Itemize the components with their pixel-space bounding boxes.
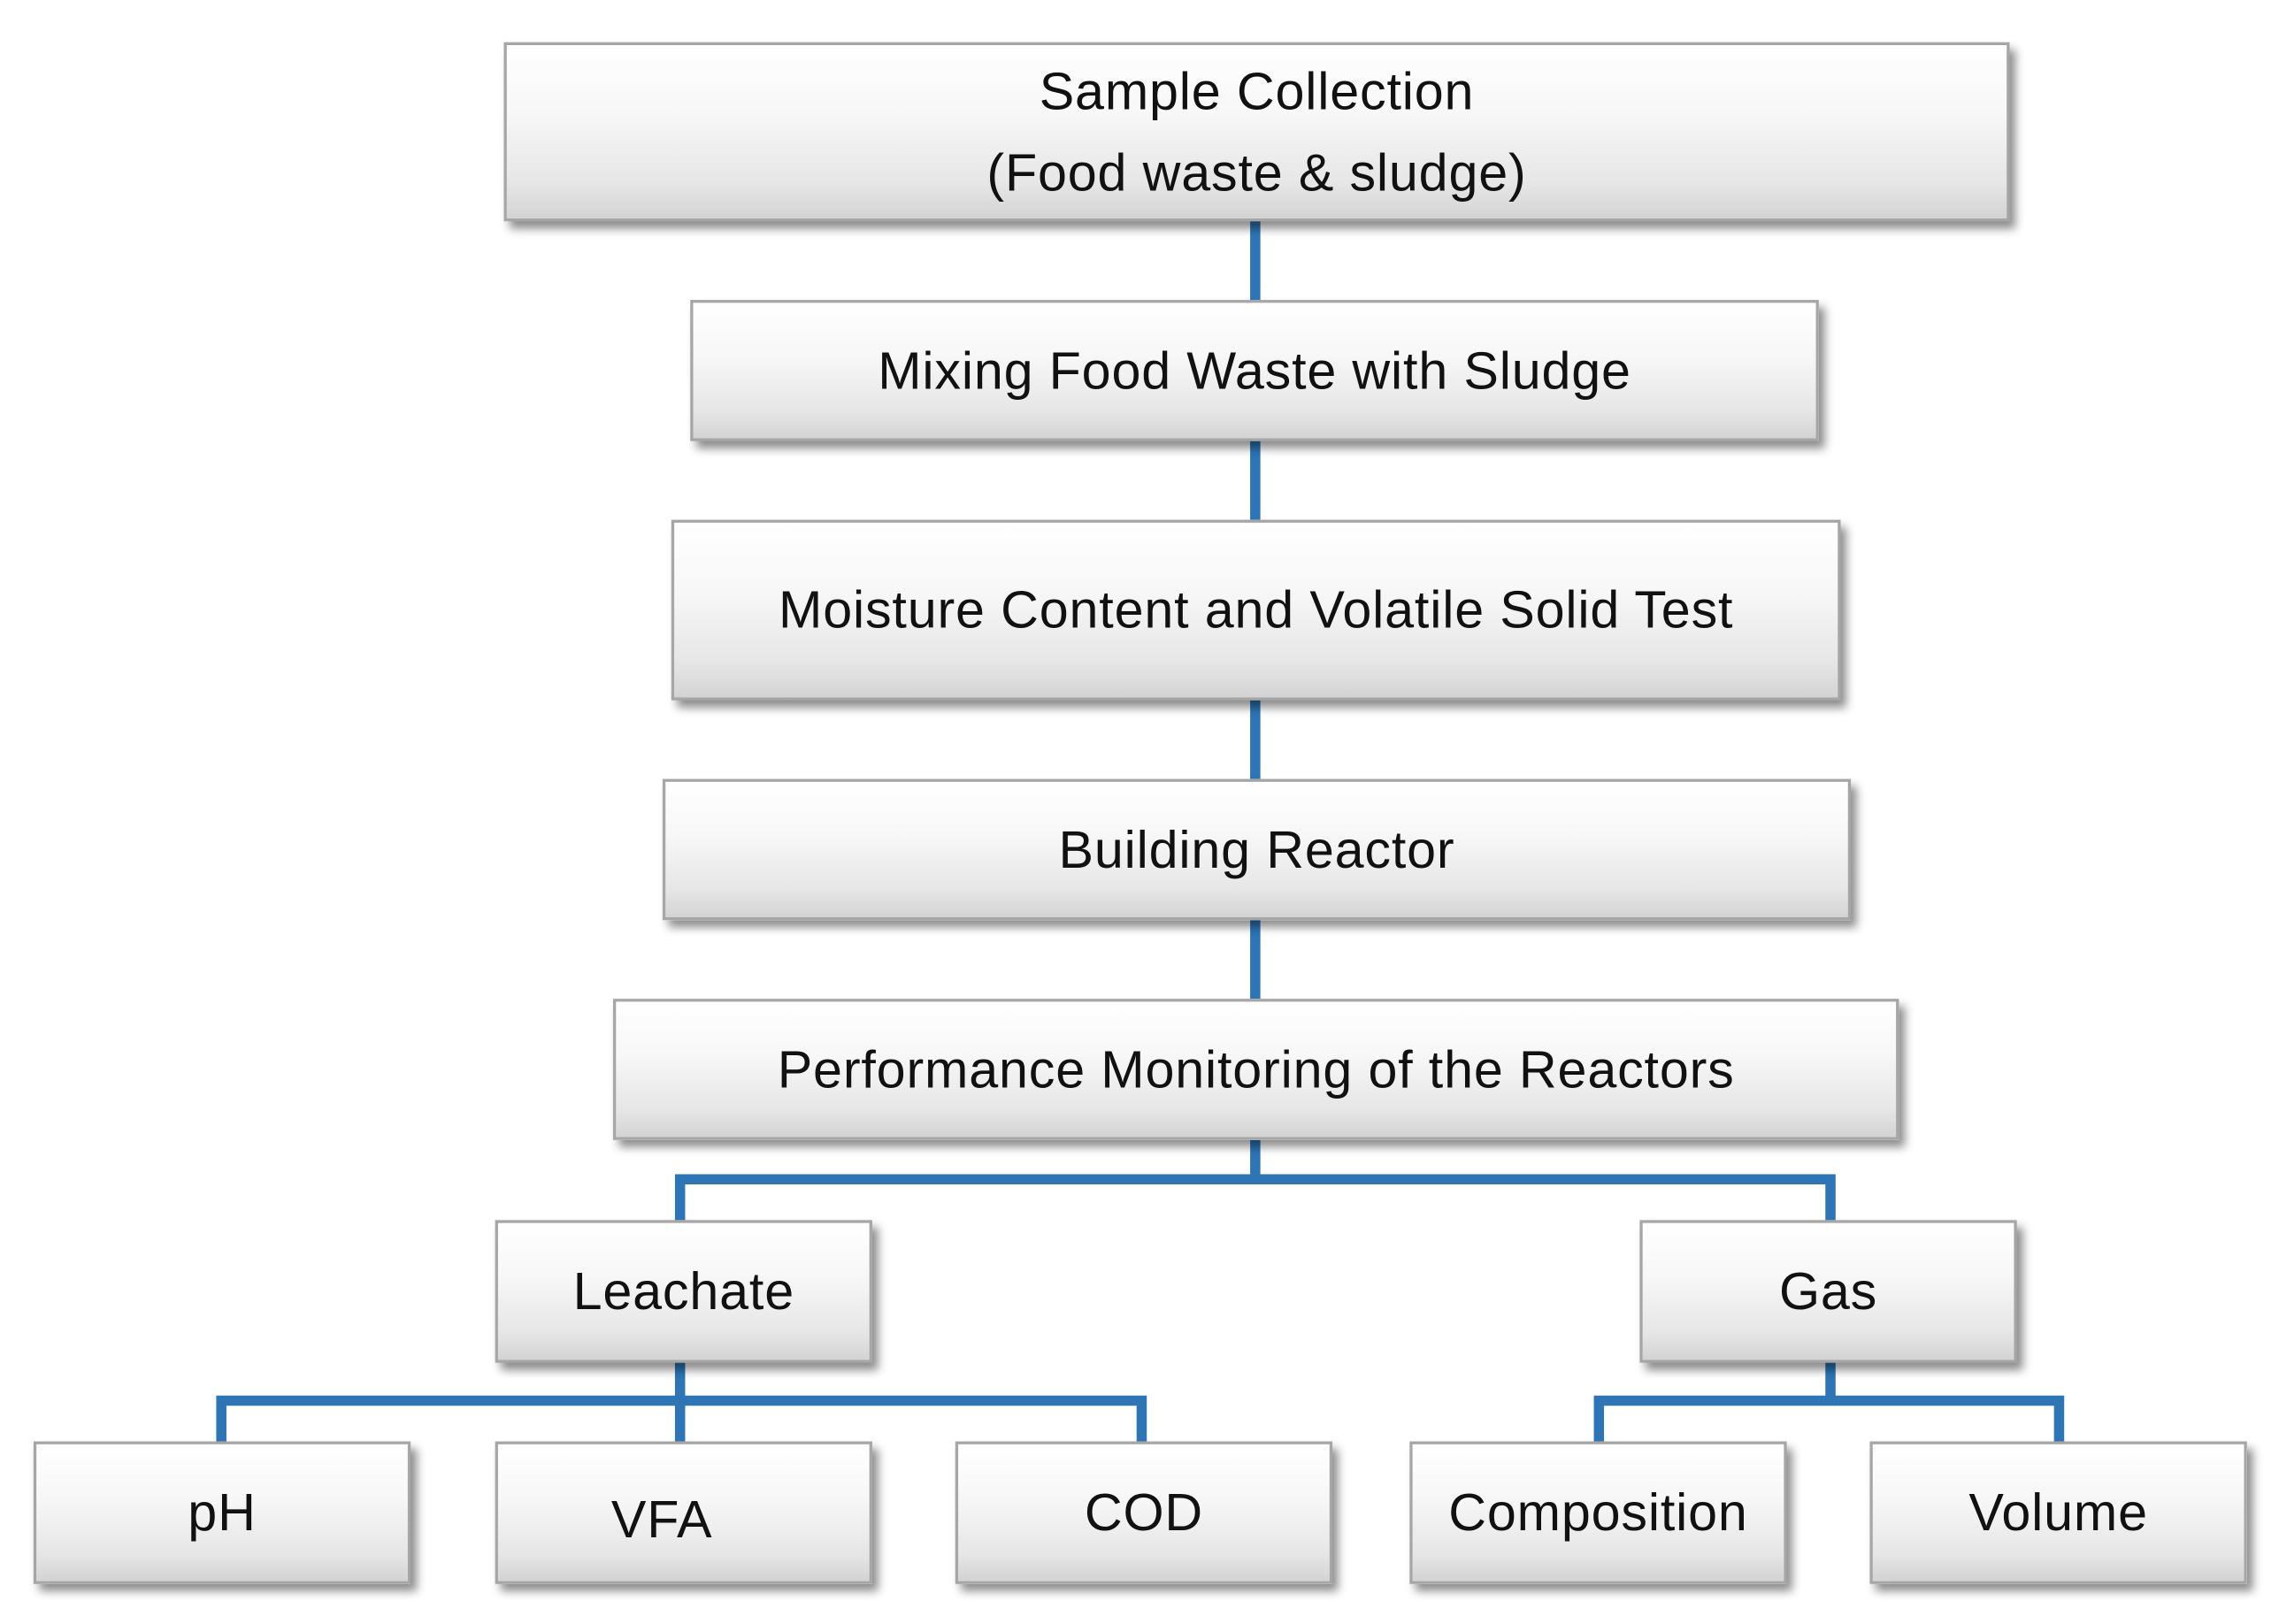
- moisture-test-box: Moisture Content and Volatile Solid Test: [671, 519, 1841, 701]
- composition-box: Composition: [1409, 1441, 1787, 1584]
- leachate-box: Leachate: [495, 1220, 872, 1363]
- gas-box: Gas: [1639, 1220, 2017, 1363]
- moisture-test-label: Moisture Content and Volatile Solid Test: [779, 579, 1734, 640]
- volume-label: Volume: [1968, 1482, 2148, 1543]
- performance-monitoring-box: Performance Monitoring of the Reactors: [612, 999, 1899, 1140]
- sample-collection-box: Sample Collection (Food waste & sludge): [503, 42, 2010, 222]
- ph-box: pH: [33, 1441, 411, 1584]
- building-reactor-box: Building Reactor: [662, 778, 1852, 921]
- volume-box: Volume: [1869, 1441, 2247, 1584]
- ph-label: pH: [188, 1482, 257, 1543]
- cod-box: COD: [955, 1441, 1333, 1584]
- sample-collection-title: Sample Collection: [1039, 60, 1475, 121]
- cod-label: COD: [1084, 1482, 1204, 1543]
- leachate-label: Leachate: [572, 1260, 794, 1321]
- connector-monitoring-branches: [674, 1174, 1836, 1221]
- sample-collection-subtitle: (Food waste & sludge): [986, 142, 1527, 202]
- gas-label: Gas: [1778, 1260, 1878, 1321]
- mixing-box: Mixing Food Waste with Sludge: [690, 300, 1819, 441]
- composition-label: Composition: [1448, 1482, 1748, 1543]
- vfa-box: VFA: [495, 1441, 872, 1584]
- performance-monitoring-label: Performance Monitoring of the Reactors: [777, 1038, 1735, 1099]
- mixing-label: Mixing Food Waste with Sludge: [878, 340, 1631, 400]
- building-reactor-label: Building Reactor: [1058, 819, 1455, 879]
- connector-gas-branches: [1593, 1395, 2065, 1442]
- vfa-label: VFA: [610, 1490, 713, 1550]
